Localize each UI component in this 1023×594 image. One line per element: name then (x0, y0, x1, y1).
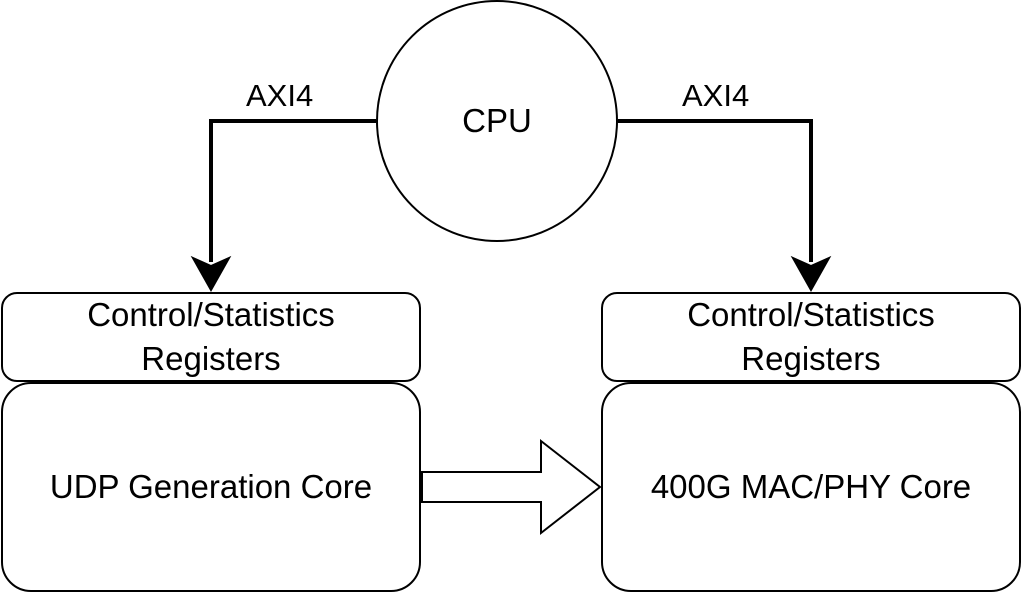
right-bus-label: AXI4 (682, 78, 750, 113)
left-axi4-arrowhead (190, 255, 232, 293)
right-axi4-connector (618, 119, 813, 262)
cpu-node: CPU (376, 0, 618, 242)
left-registers-line-1: Control/Statistics (87, 296, 335, 333)
mac-phy-core-box: 400G MAC/PHY Core (601, 382, 1021, 592)
left-axi4-connector (209, 119, 376, 262)
right-registers-box: Control/Statistics Registers (601, 292, 1021, 382)
right-registers-line-1: Control/Statistics (687, 296, 935, 333)
right-registers-line-2: Registers (741, 340, 881, 377)
left-bus-label: AXI4 (246, 78, 314, 113)
mac-phy-core-label: 400G MAC/PHY Core (650, 468, 972, 505)
udp-generation-core-label: UDP Generation Core (49, 468, 373, 505)
left-registers-line-2: Registers (141, 340, 281, 377)
right-axi4-arrowhead (790, 255, 832, 293)
left-registers-box: Control/Statistics Registers (1, 292, 421, 382)
cpu-label: CPU (462, 102, 532, 139)
udp-generation-core-box: UDP Generation Core (1, 382, 421, 592)
dataflow-arrow (421, 438, 602, 536)
